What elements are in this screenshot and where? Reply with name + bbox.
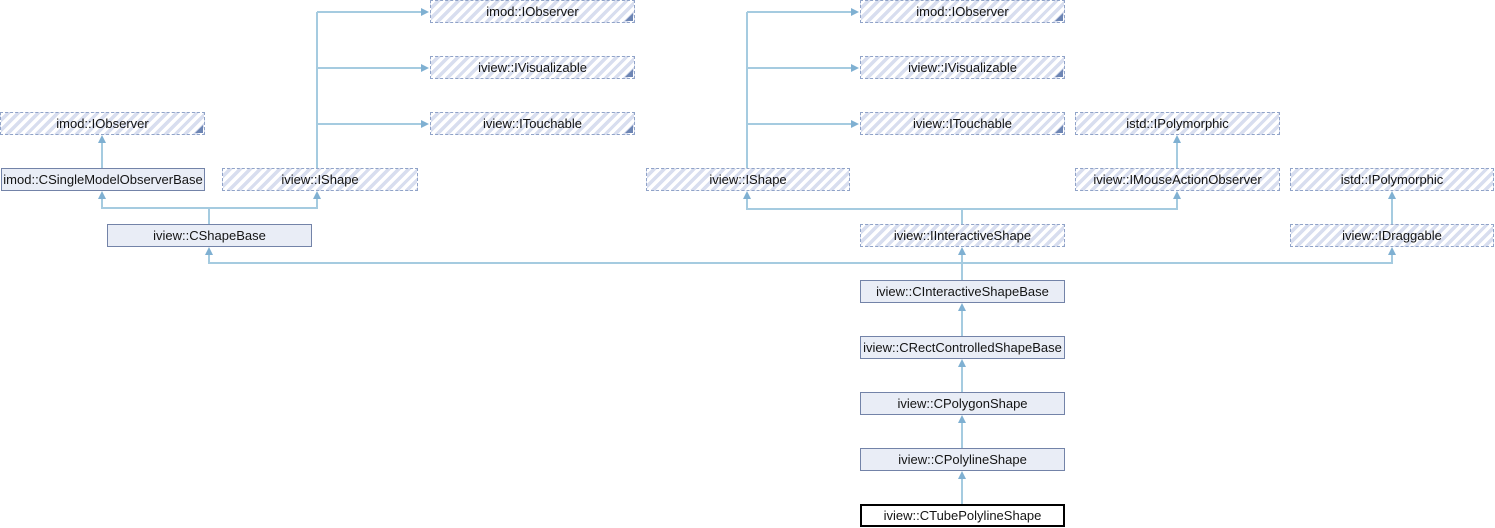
arrowhead-right-icon (421, 64, 429, 72)
arrowhead-right-icon (851, 8, 859, 16)
inheritance-edge-line (317, 123, 423, 125)
truncated-corner-icon (625, 13, 633, 21)
truncated-corner-icon (625, 69, 633, 77)
arrowhead-up-icon (958, 415, 966, 423)
class-node-iview-ishape[interactable]: iview::IShape (222, 168, 418, 191)
arrowhead-up-icon (98, 191, 106, 199)
inheritance-edge-line (317, 11, 423, 13)
inheritance-edge-line (961, 263, 963, 280)
class-node-iview-cpolygonshape[interactable]: iview::CPolygonShape (860, 392, 1065, 415)
truncated-corner-icon (1055, 69, 1063, 77)
class-node-iview-ivisualizable[interactable]: iview::IVisualizable (430, 56, 635, 79)
class-node-imod-iobserver[interactable]: imod::IObserver (0, 112, 205, 135)
truncated-corner-icon (625, 125, 633, 133)
arrowhead-up-icon (958, 247, 966, 255)
inheritance-edge-line (1391, 197, 1393, 224)
inheritance-edge-line (746, 12, 748, 168)
class-node-iview-ctubepolylineshape: iview::CTubePolylineShape (860, 504, 1065, 527)
inheritance-edge-line (316, 197, 318, 209)
class-node-imod-csinglemodelobserverbase[interactable]: imod::CSingleModelObserverBase (1, 168, 205, 191)
truncated-corner-icon (1055, 13, 1063, 21)
arrowhead-up-icon (958, 303, 966, 311)
inheritance-edge-line (102, 207, 318, 209)
arrowhead-up-icon (205, 247, 213, 255)
class-node-iview-imouseactionobserver[interactable]: iview::IMouseActionObserver (1075, 168, 1280, 191)
arrowhead-up-icon (1173, 135, 1181, 143)
truncated-corner-icon (195, 125, 203, 133)
class-node-istd-ipolymorphic[interactable]: istd::IPolymorphic (1290, 168, 1494, 191)
inheritance-edge-line (209, 262, 1392, 264)
inheritance-edge-line (101, 141, 103, 168)
inheritance-edge-line (317, 67, 423, 69)
arrowhead-up-icon (958, 471, 966, 479)
inheritance-edge-line (747, 11, 853, 13)
arrowhead-up-icon (743, 191, 751, 199)
inheritance-edge-line (1391, 253, 1393, 264)
arrowhead-up-icon (1388, 247, 1396, 255)
inheritance-edge-line (747, 123, 853, 125)
arrowhead-up-icon (958, 359, 966, 367)
inheritance-edge-line (316, 12, 318, 168)
class-node-iview-ivisualizable[interactable]: iview::IVisualizable (860, 56, 1065, 79)
class-node-iview-iinteractiveshape[interactable]: iview::IInteractiveShape (860, 224, 1065, 247)
inheritance-edge-line (1176, 197, 1178, 210)
inheritance-edge-line (747, 67, 853, 69)
class-node-istd-ipolymorphic[interactable]: istd::IPolymorphic (1075, 112, 1280, 135)
class-node-iview-cpolylineshape[interactable]: iview::CPolylineShape (860, 448, 1065, 471)
arrowhead-up-icon (1173, 191, 1181, 199)
class-node-iview-idraggable[interactable]: iview::IDraggable (1290, 224, 1494, 247)
class-node-iview-itouchable[interactable]: iview::ITouchable (860, 112, 1065, 135)
inheritance-edge-line (101, 197, 103, 209)
arrowhead-right-icon (851, 120, 859, 128)
inheritance-edge-line (961, 365, 963, 392)
arrowhead-up-icon (1388, 191, 1396, 199)
class-node-imod-iobserver[interactable]: imod::IObserver (430, 0, 635, 23)
arrowhead-right-icon (421, 120, 429, 128)
arrowhead-right-icon (851, 64, 859, 72)
arrowhead-up-icon (98, 135, 106, 143)
arrowhead-up-icon (313, 191, 321, 199)
truncated-corner-icon (1055, 125, 1063, 133)
class-node-iview-itouchable[interactable]: iview::ITouchable (430, 112, 635, 135)
class-node-iview-crectcontrolledshapebase[interactable]: iview::CRectControlledShapeBase (860, 336, 1065, 359)
inheritance-edge-line (961, 477, 963, 504)
inheritance-edge-line (1176, 141, 1178, 168)
class-node-iview-cshapebase[interactable]: iview::CShapeBase (107, 224, 312, 247)
inheritance-edge-line (961, 309, 963, 336)
arrowhead-right-icon (421, 8, 429, 16)
inheritance-edge-line (208, 253, 210, 264)
inheritance-edge-line (961, 209, 963, 224)
class-node-iview-cinteractiveshapebase[interactable]: iview::CInteractiveShapeBase (860, 280, 1065, 303)
inheritance-edge-line (961, 253, 963, 264)
class-node-iview-ishape[interactable]: iview::IShape (646, 168, 850, 191)
class-node-imod-iobserver[interactable]: imod::IObserver (860, 0, 1065, 23)
inheritance-edge-line (208, 208, 210, 224)
inheritance-edge-line (746, 197, 748, 210)
inheritance-edge-line (961, 421, 963, 448)
